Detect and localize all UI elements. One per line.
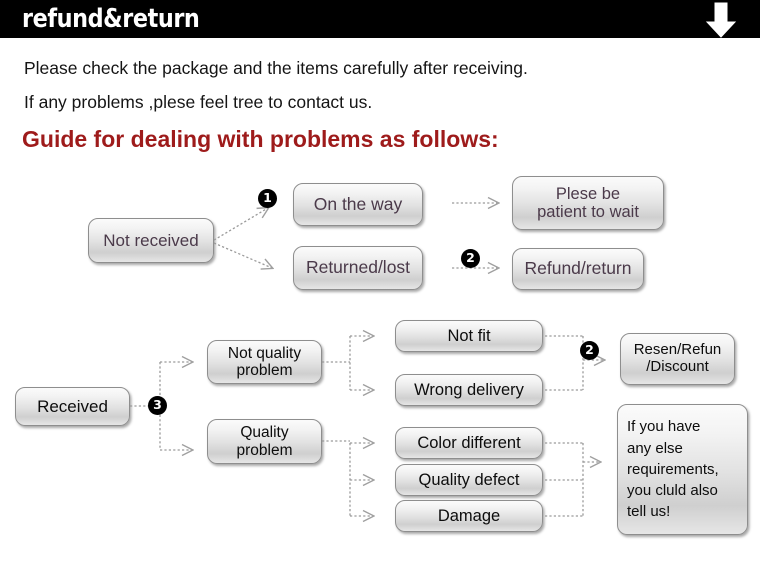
box-line-1: Quality (240, 424, 289, 442)
box-line-1: Resen/Refun (633, 341, 722, 359)
marker-2-bottom: 2 (580, 341, 599, 360)
box-line-2: patient to wait (537, 203, 639, 221)
box-please-be-patient[interactable]: Plese be patient to wait (512, 176, 664, 230)
guide-heading: Guide for dealing with problems as follo… (22, 126, 499, 152)
marker-2-top: 2 (461, 249, 480, 268)
note-line-1: If you have (627, 418, 701, 436)
box-color-different[interactable]: Color different (395, 427, 543, 459)
box-line-2: /Discount (646, 358, 709, 375)
box-line-1: Not quality (227, 344, 302, 362)
box-not-fit[interactable]: Not fit (395, 320, 543, 352)
note-line-4: you cluld also (627, 482, 718, 500)
note-line-3: requirements, (627, 460, 719, 478)
box-line-2: problem (236, 362, 293, 379)
intro-line-2: If any problems ,plese feel tree to cont… (24, 92, 373, 112)
note-line-2: any else (627, 439, 683, 457)
box-not-received[interactable]: Not received (88, 218, 214, 263)
box-quality-defect[interactable]: Quality defect (395, 464, 543, 496)
box-returned-lost[interactable]: Returned/lost (293, 246, 423, 290)
intro-line-1: Please check the package and the items c… (24, 58, 528, 78)
box-line-2: problem (236, 441, 293, 459)
box-on-the-way[interactable]: On the way (293, 183, 423, 226)
box-quality-problem[interactable]: Quality problem (207, 419, 322, 464)
box-received[interactable]: Received (15, 387, 130, 426)
box-damage[interactable]: Damage (395, 500, 543, 532)
box-resend-refund-discount[interactable]: Resen/Refun /Discount (620, 333, 735, 385)
page-title: refund&return (22, 4, 200, 34)
marker-1: 1 (258, 189, 277, 208)
box-not-quality-problem[interactable]: Not quality problem (207, 340, 322, 384)
box-wrong-delivery[interactable]: Wrong delivery (395, 374, 543, 406)
box-additional-requirements-note[interactable]: If you have any else requirements, you c… (617, 404, 748, 535)
down-arrow-icon (705, 2, 737, 38)
header-banner: refund&return (0, 0, 760, 38)
box-line-1: Plese be (555, 184, 621, 203)
note-line-5: tell us! (627, 503, 671, 521)
box-refund-return[interactable]: Refund/return (512, 248, 644, 290)
marker-3: 3 (148, 396, 167, 415)
